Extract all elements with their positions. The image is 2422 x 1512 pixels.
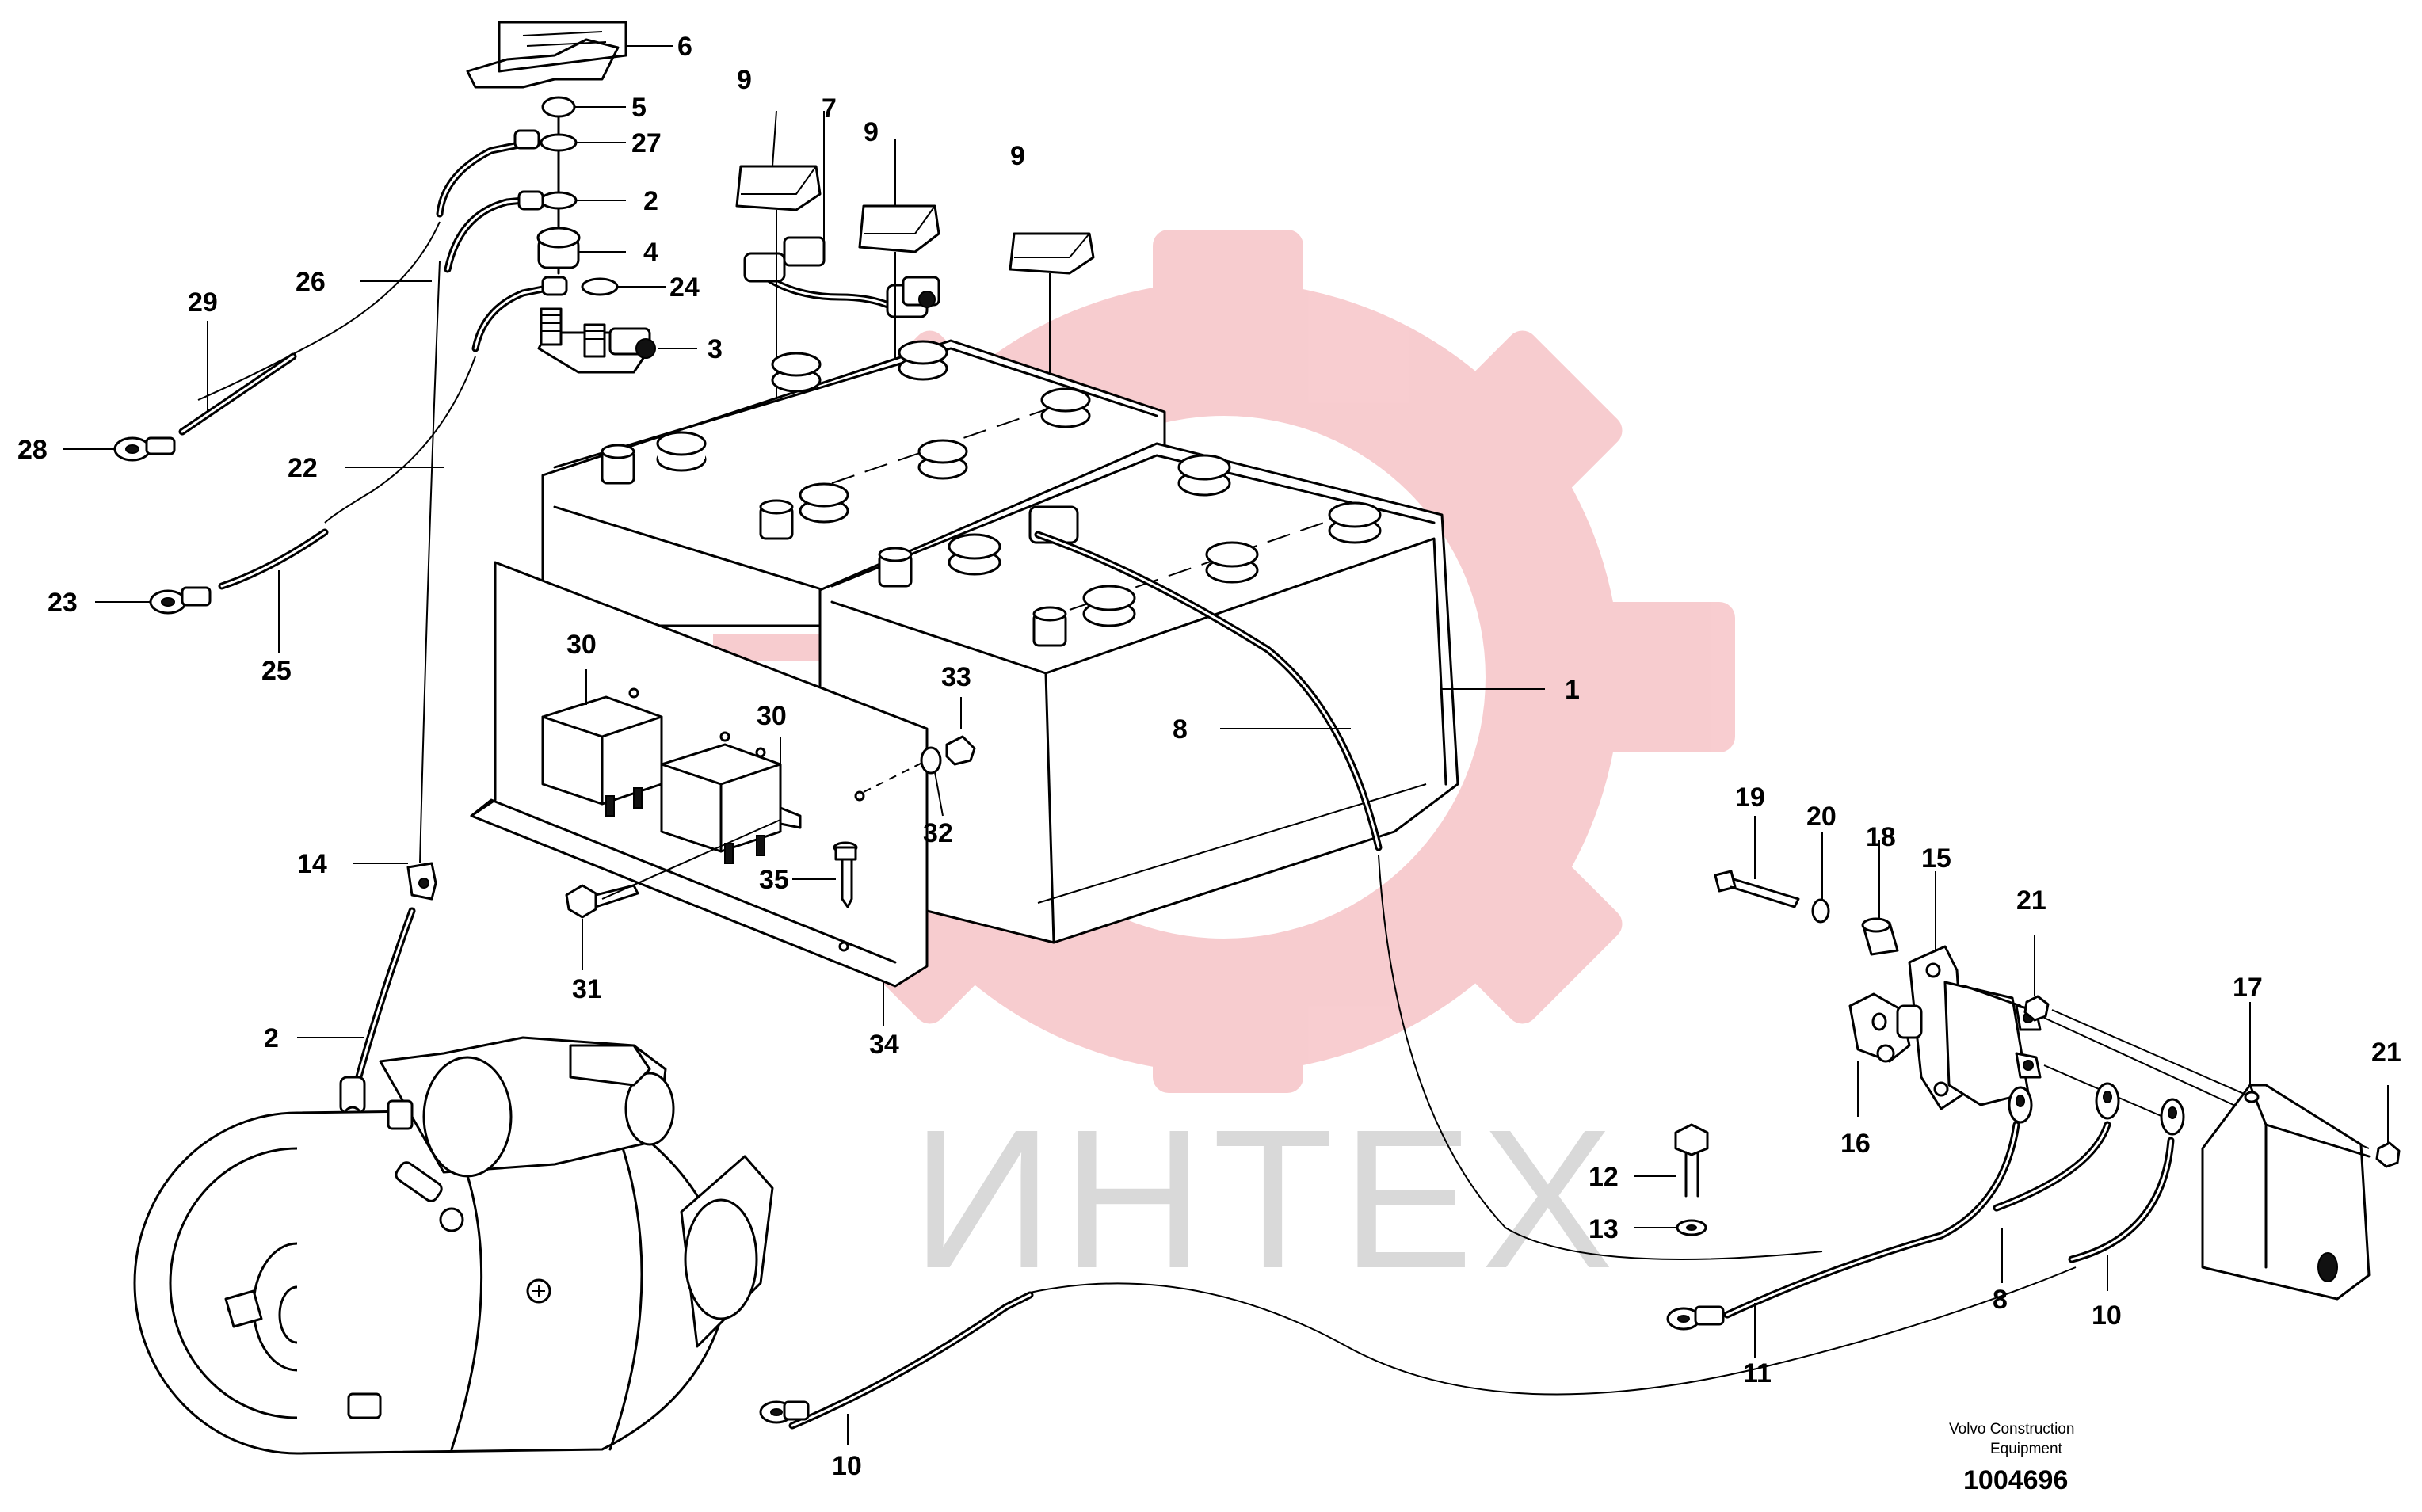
callout-30: 30 <box>757 701 787 731</box>
callout-2: 2 <box>643 186 658 216</box>
terminal-block-item-3 <box>537 307 697 374</box>
cable-item-25 <box>95 528 329 653</box>
bolt-item-12 <box>1634 1123 1709 1198</box>
callout-22: 22 <box>288 453 318 483</box>
callout-35: 35 <box>759 865 789 895</box>
cover-item-17 <box>2201 1002 2371 1301</box>
cable-item-11 <box>1666 1086 2033 1358</box>
callout-8: 8 <box>1173 714 1188 745</box>
starter-motor <box>133 1036 774 1455</box>
callout-2: 2 <box>264 1023 279 1053</box>
callout-20: 20 <box>1806 802 1837 832</box>
callout-4: 4 <box>643 238 658 268</box>
callout-26: 26 <box>296 267 326 297</box>
callout-21: 21 <box>2371 1038 2401 1068</box>
callout-27: 27 <box>631 128 662 158</box>
callout-21: 21 <box>2016 885 2046 916</box>
callout-31: 31 <box>572 974 602 1004</box>
callout-13: 13 <box>1589 1214 1619 1244</box>
cable-item-22 <box>324 276 568 524</box>
main-switch-item-15 <box>1848 871 2042 1117</box>
screw-item-31 <box>565 819 781 970</box>
callout-7: 7 <box>822 93 837 124</box>
spacer-item-18 <box>1861 840 1899 956</box>
washer-item-13 <box>1634 1219 1707 1236</box>
callout-32: 32 <box>923 818 953 848</box>
callout-6: 6 <box>677 32 692 62</box>
callout-9: 9 <box>737 65 752 95</box>
callout-labels: 6 5 27 2 4 24 3 9 7 9 9 29 26 28 22 23 2… <box>17 32 2401 1481</box>
callout-19: 19 <box>1735 783 1765 813</box>
catalog-number: 1004696 <box>1963 1465 2068 1495</box>
callout-11: 11 <box>1743 1358 1772 1388</box>
callout-12: 12 <box>1589 1162 1619 1192</box>
callout-10: 10 <box>832 1451 862 1481</box>
caption-line-2: Equipment <box>1990 1441 2063 1457</box>
washer-item-20 <box>1811 832 1830 924</box>
relay-item-30a <box>541 669 663 817</box>
cable-item-10-bottom <box>759 1266 2077 1445</box>
callout-34: 34 <box>869 1030 899 1060</box>
battery-link-cable-item-7 <box>743 111 940 318</box>
callout-9: 9 <box>1010 141 1025 171</box>
footer: Volvo Construction Equipment 1004696 <box>1949 1421 2074 1495</box>
battery-cable-item-8 <box>1034 531 1823 1260</box>
callout-16: 16 <box>1840 1129 1871 1159</box>
callout-30: 30 <box>566 630 597 660</box>
callout-9: 9 <box>864 117 879 147</box>
callout-28: 28 <box>17 435 48 465</box>
cable-item-10-right <box>2068 1098 2185 1291</box>
callout-8: 8 <box>1993 1285 2008 1315</box>
caption-line-1: Volvo Construction <box>1949 1421 2074 1438</box>
callout-23: 23 <box>48 588 78 618</box>
terminal-cap-item-9b <box>858 139 940 554</box>
callout-33: 33 <box>941 662 971 692</box>
callout-14: 14 <box>297 849 327 879</box>
cable-item-29 <box>63 321 297 462</box>
washer-item-32 <box>920 746 944 817</box>
callout-17: 17 <box>2233 973 2263 1003</box>
bolt-item-19 <box>1714 816 1800 908</box>
screw-item-35 <box>792 841 858 908</box>
cable-item-2-top <box>444 190 544 273</box>
batteries-item-1 <box>541 339 1545 944</box>
callout-18: 18 <box>1866 822 1896 852</box>
nut-item-33 <box>945 697 976 766</box>
cable-item-8-right <box>1993 1082 2120 1283</box>
callout-25: 25 <box>261 656 292 686</box>
relay-item-30b <box>660 737 802 864</box>
clip-item-14 <box>353 862 437 901</box>
callout-5: 5 <box>631 93 647 123</box>
callout-3: 3 <box>708 334 723 364</box>
watermark-text: ИНТЕХ <box>911 1088 1621 1309</box>
terminal-cover-item-6 <box>466 21 673 89</box>
callout-24: 24 <box>669 272 700 303</box>
callout-15: 15 <box>1921 844 1951 874</box>
callout-10: 10 <box>2092 1301 2122 1331</box>
callout-29: 29 <box>188 288 218 318</box>
cable-item-26 <box>197 129 540 864</box>
callout-1: 1 <box>1565 675 1580 705</box>
nut-item-21b <box>2375 1085 2401 1168</box>
cable-lug-row <box>2043 1017 2243 1118</box>
